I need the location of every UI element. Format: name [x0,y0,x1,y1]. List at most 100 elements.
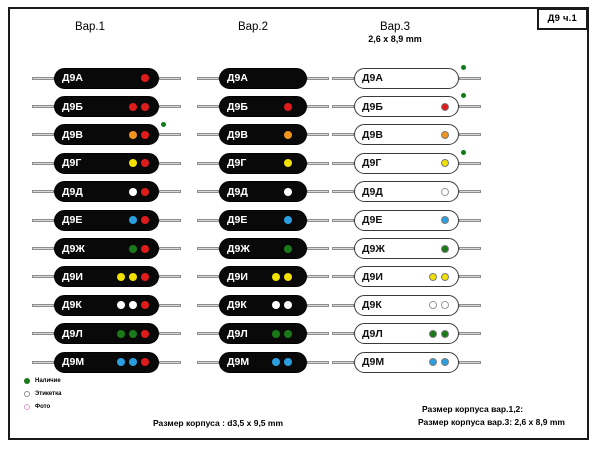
color-dot-yellow [284,159,292,168]
component-label: Д9Ж [62,242,85,255]
lead-left [32,190,54,194]
color-code-dots [117,358,149,367]
color-dot-yellow [284,272,292,281]
component-body: Д9Л [54,323,159,345]
component-row: Д9М [197,348,329,376]
color-dot-red [284,102,292,111]
availability-marker-icon [461,65,466,70]
lead-left [197,247,219,251]
color-code-dots [129,244,149,253]
color-dot-green [284,244,292,253]
component-row: Д9Е [32,206,181,234]
lead-left [197,133,219,137]
component-label: Д9Е [62,214,83,227]
component-label: Д9Д [362,185,383,198]
color-dot-green [441,244,449,253]
component-body: Д9М [354,351,459,373]
component-row: Д9И [197,263,329,291]
color-dot-red [441,102,449,111]
color-dot-red [141,102,149,111]
legend-dot-icon [24,377,30,384]
lead-right [307,275,329,279]
component-label: Д9М [227,356,250,369]
color-dot-yellow [129,272,137,281]
sheet-badge: Д9 ч.1 [536,8,588,30]
color-dot-yellow [441,159,449,168]
lead-left [32,332,54,336]
lead-right [307,360,329,364]
color-dot-white [284,301,292,310]
component-label: Д9Г [227,157,247,170]
column-subtitle-var3: 2,6 x 8,9 mm [368,34,422,44]
component-label: Д9Д [62,185,83,198]
color-code-dots [117,272,149,281]
component-row: Д9Ж [332,234,481,262]
lead-right [459,303,481,307]
color-dot-red [129,102,137,111]
lead-left [197,332,219,336]
lead-left [197,303,219,307]
component-label: Д9И [62,270,83,283]
component-body: Д9Л [354,323,459,345]
component-row: Д9И [332,263,481,291]
lead-left [197,190,219,194]
color-code-dots [284,187,292,196]
column-heading-var1: Вар.1 [15,21,165,33]
color-code-dots [441,102,449,111]
color-code-dots [129,187,149,196]
lead-left [32,161,54,165]
component-label: Д9И [227,270,248,283]
lead-right [159,218,181,222]
component-row: Д9Б [32,92,181,120]
component-label: Д9Б [362,100,383,113]
lead-right [307,303,329,307]
component-body: Д9Д [54,181,159,203]
lead-right [159,275,181,279]
color-dot-orange [284,130,292,139]
component-body: Д9Е [219,209,307,231]
color-dot-red [141,159,149,168]
component-row: Д9Г [197,149,329,177]
component-label: Д9Д [227,185,248,198]
color-dot-hollow [441,301,449,310]
component-body: Д9К [54,294,159,316]
color-dot-yellow [441,272,449,281]
component-row: Д9Л [197,320,329,348]
component-body: Д9Г [219,152,307,174]
component-body: Д9М [54,351,159,373]
color-code-dots [284,159,292,168]
column-heading-var3: Вар.3 2,6 x 8,9 mm [320,21,470,44]
legend-label: Наличие [35,377,61,384]
lead-right [459,247,481,251]
component-body: Д9Е [54,209,159,231]
color-dot-blue [441,358,449,367]
lead-right [159,190,181,194]
availability-marker-icon [461,93,466,99]
color-code-dots [117,301,149,310]
caption-body-size-var12: Размер корпуса : d3,5 x 9,5 mm [153,418,284,428]
component-label: Д9Л [62,327,83,340]
component-row: Д9Е [332,206,481,234]
color-code-dots [284,244,292,253]
lead-left [332,105,354,109]
diagram-frame: Д9 ч.1 Вар.1 Вар.2 Вар.3 2,6 x 8,9 mm Д9… [8,7,589,440]
color-dot-blue [441,216,449,225]
lead-right [459,218,481,222]
component-body: Д9Е [354,209,459,231]
color-dot-orange [129,130,137,139]
color-code-dots [129,159,149,168]
component-row: Д9М [332,348,481,376]
lead-right [459,105,481,109]
component-body: Д9Г [354,152,459,174]
lead-right [459,190,481,194]
component-body: Д9Ж [219,238,307,260]
lead-right [159,332,181,336]
component-body: Д9И [54,266,159,288]
lead-left [332,275,354,279]
color-code-dots [272,329,292,338]
lead-right [307,161,329,165]
component-label: Д9А [62,72,83,85]
lead-right [159,105,181,109]
color-dot-green [284,329,292,338]
